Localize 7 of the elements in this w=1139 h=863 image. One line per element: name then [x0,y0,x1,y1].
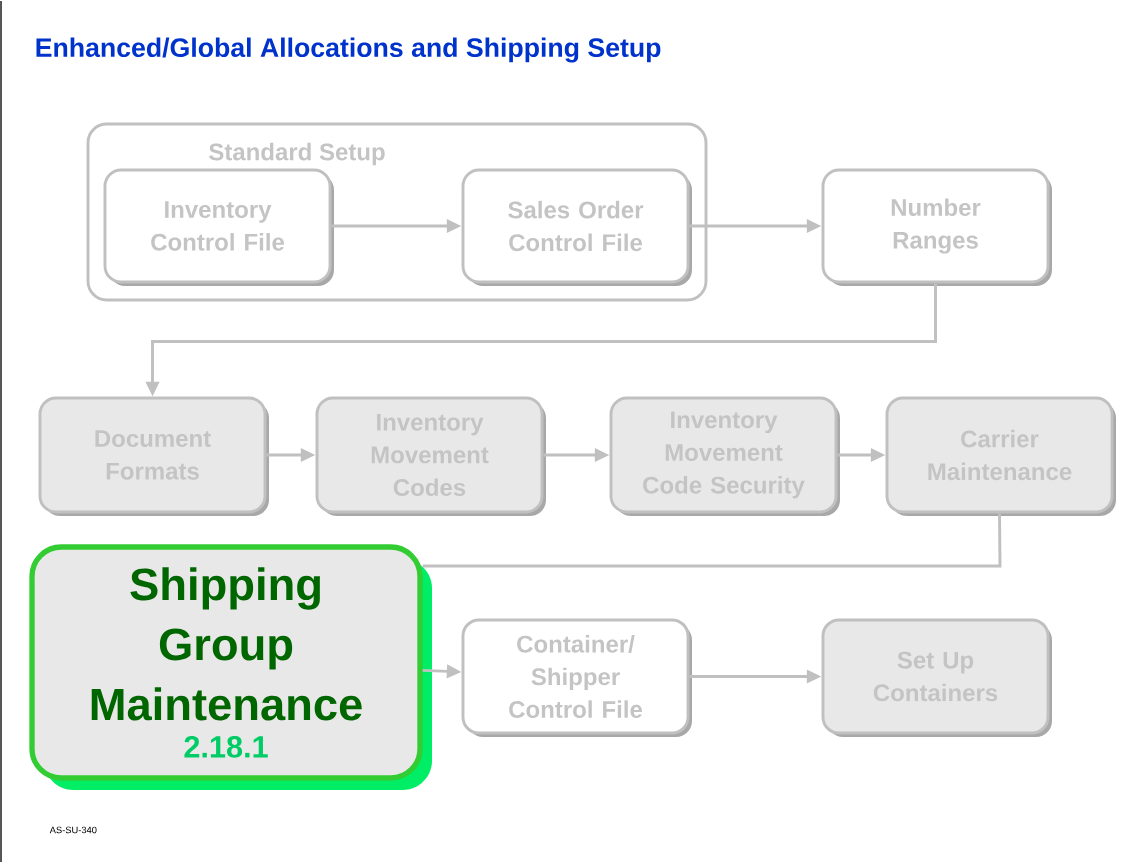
slide-title: Enhanced/Global Allocations and Shipping Setup [36,37,661,63]
highlighted-box: Shipping Group Maintenance 2.18.1 [29,544,432,790]
process-box: Container/ Shipper Control File [461,618,692,737]
process-box: Sales Order Control File [461,168,692,286]
process-box: Number Ranges [821,168,1052,286]
slide-code: AS-SU-340 [49,826,97,834]
process-box: Inventory Control File [103,168,334,286]
